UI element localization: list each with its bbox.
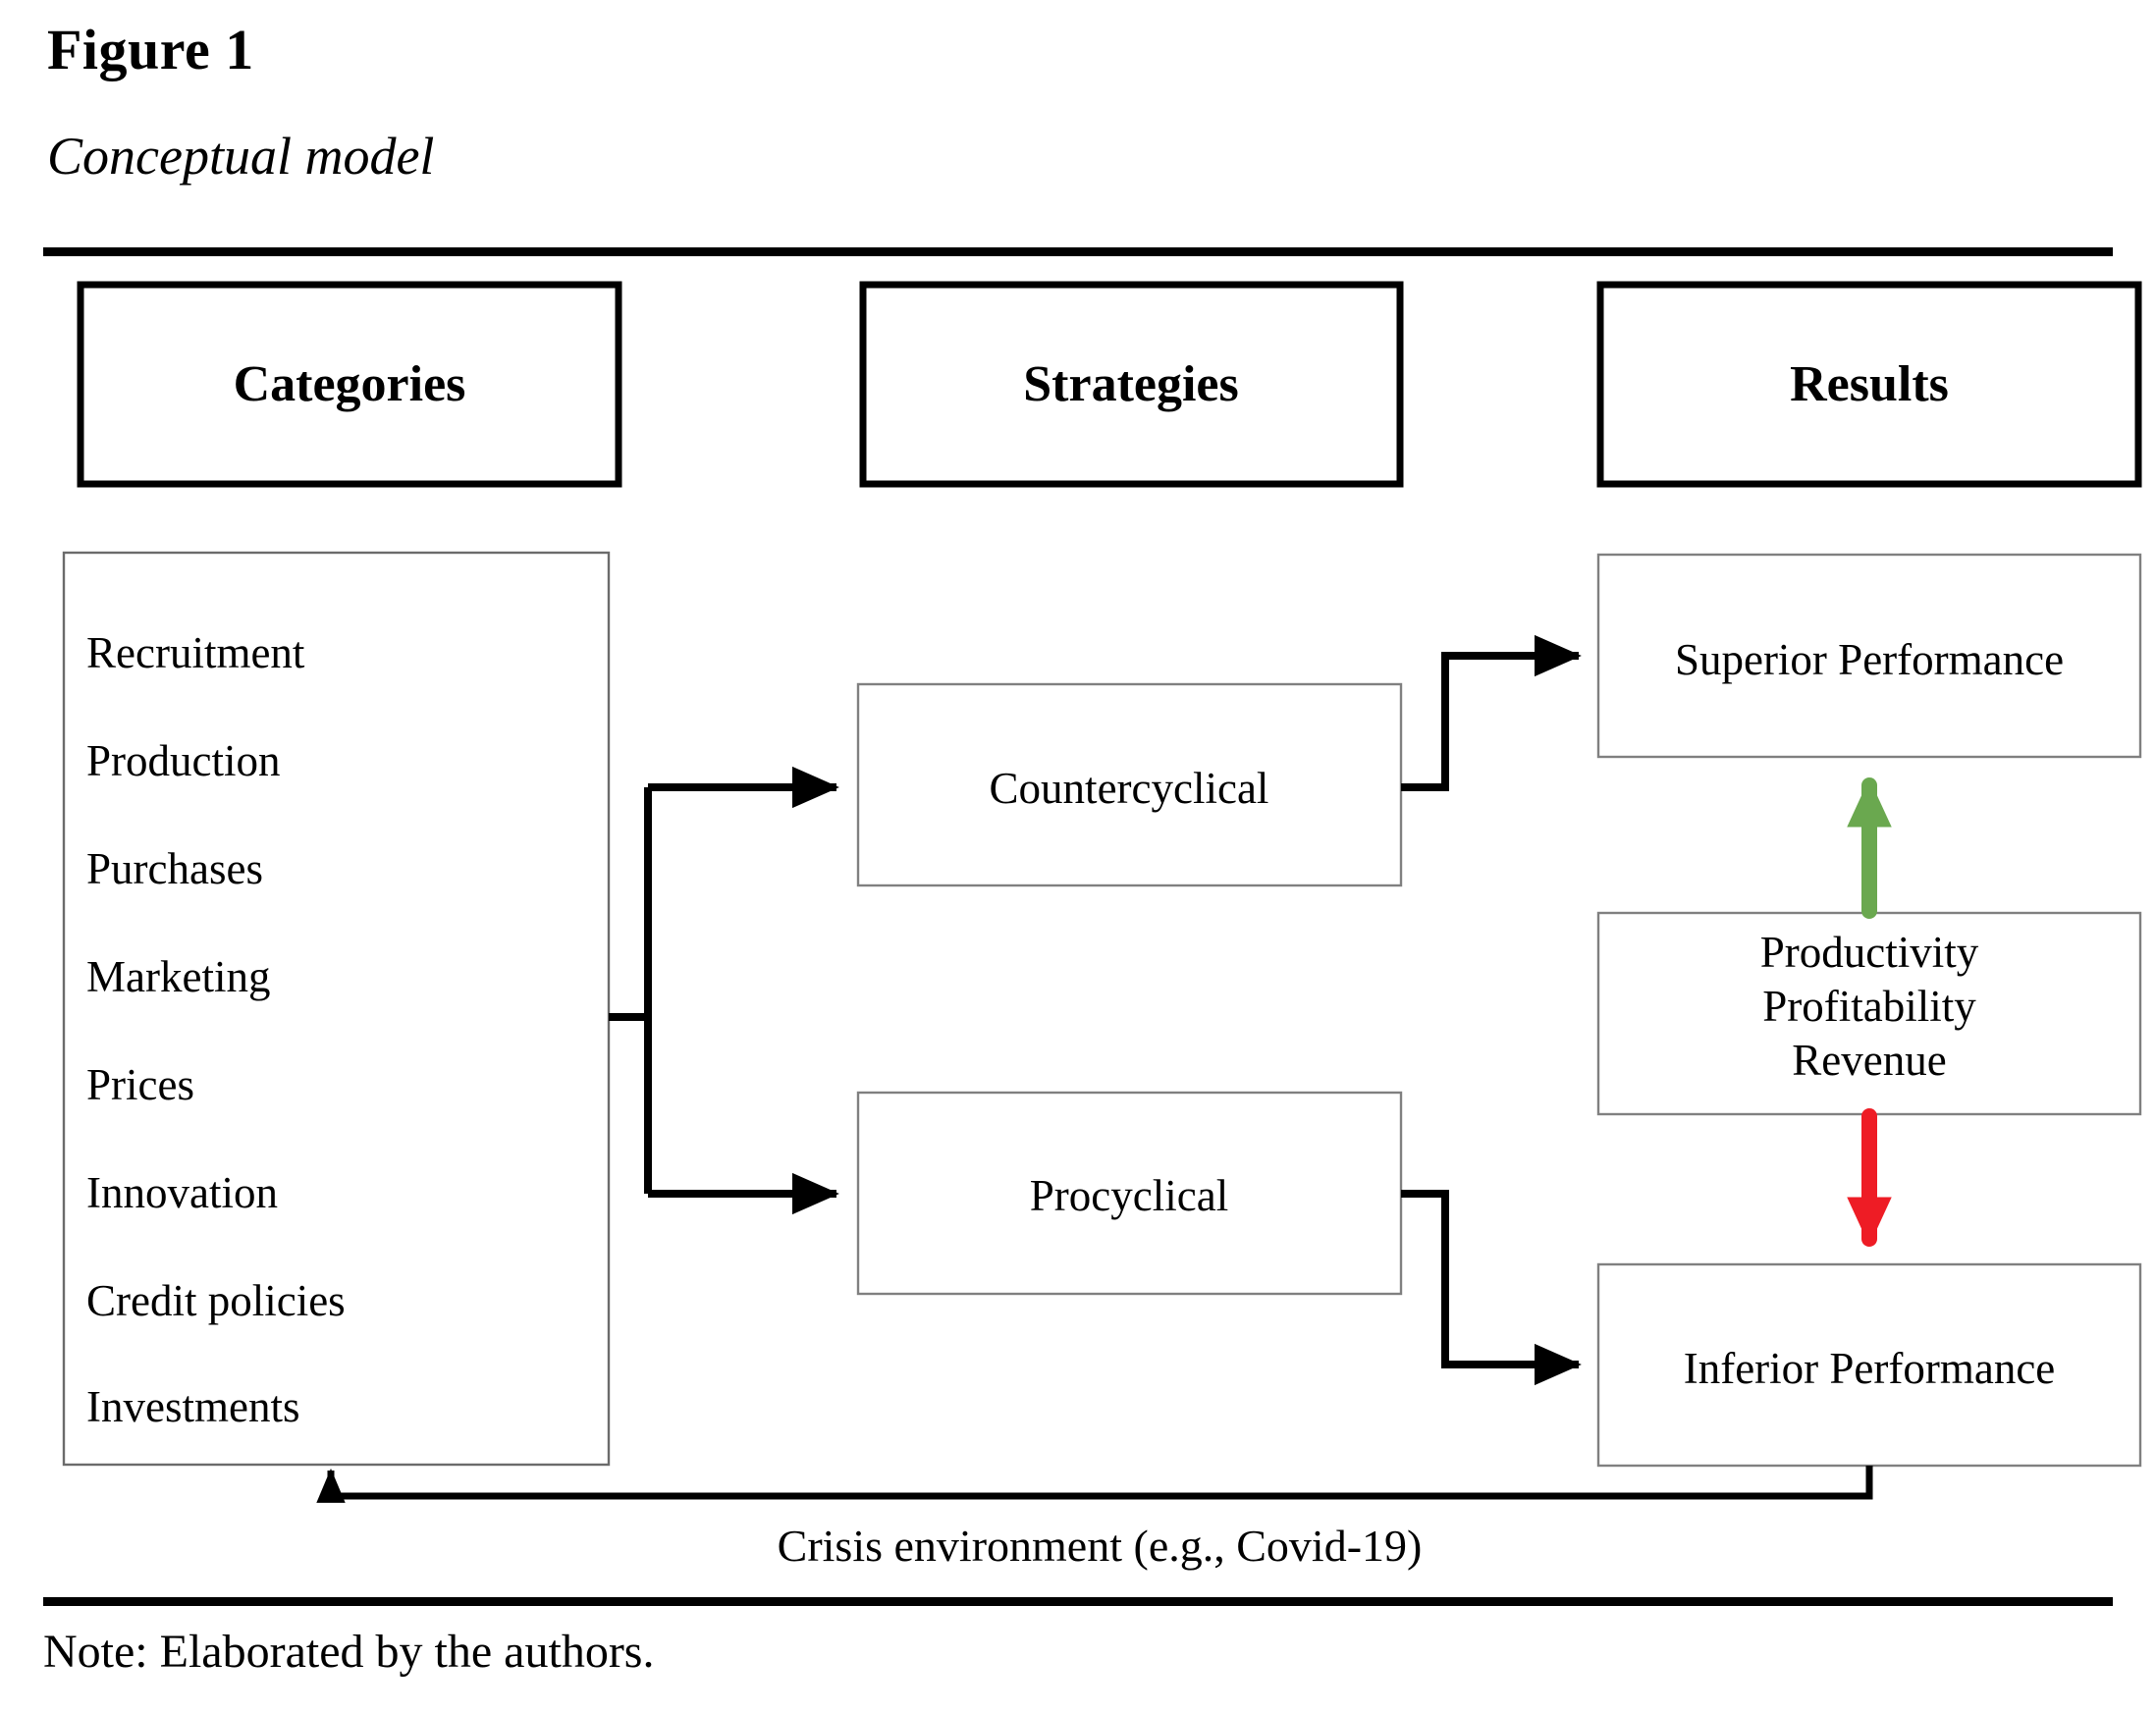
categories-list-box: Recruitment Production Purchases Marketi… [62,551,611,1467]
category-item-recruitment: Recruitment [86,628,305,677]
result-box-superior-performance: Superior Performance [1596,553,2142,759]
strategy-box-countercyclical: Countercyclical [856,682,1403,887]
strategy-label-countercyclical: Countercyclical [990,764,1269,813]
category-item-marketing: Marketing [86,952,270,1001]
category-item-purchases: Purchases [86,844,263,893]
feedback-loop-label: Crisis environment (e.g., Covid-19) [778,1521,1423,1571]
connector-procyclical-to-inferior [1401,1190,1582,1386]
top-divider-rule [43,247,2113,256]
strategy-label-procyclical: Procyclical [1030,1171,1228,1220]
bottom-divider-rule [43,1597,2113,1606]
figure-caption: Conceptual model [47,127,435,186]
header-box-strategies: Strategies [859,281,1404,488]
figure-number: Figure 1 [47,18,254,81]
metric-label-productivity: Productivity [1760,928,1979,977]
connector-countercyclical-to-superior [1401,634,1582,791]
category-item-prices: Prices [86,1060,194,1109]
header-box-results: Results [1596,281,2142,488]
category-item-credit-policies: Credit policies [86,1276,346,1325]
header-box-categories: Categories [77,281,622,488]
header-label-strategies: Strategies [1023,356,1238,412]
strategy-box-procyclical: Procyclical [856,1091,1403,1296]
metric-label-profitability: Profitability [1762,982,1976,1031]
figure-note: Note: Elaborated by the authors. [43,1626,655,1678]
category-item-investments: Investments [86,1382,299,1431]
result-box-metrics: Productivity Profitability Revenue [1596,911,2142,1116]
metric-label-revenue: Revenue [1792,1036,1946,1085]
result-label-inferior-performance: Inferior Performance [1684,1344,2056,1393]
connector-feedback-loop [316,1466,1873,1503]
header-label-results: Results [1790,356,1949,412]
category-item-innovation: Innovation [86,1168,278,1217]
result-box-inferior-performance: Inferior Performance [1596,1262,2142,1468]
category-item-production: Production [86,736,281,785]
result-label-superior-performance: Superior Performance [1675,635,2064,684]
header-label-categories: Categories [234,356,466,412]
